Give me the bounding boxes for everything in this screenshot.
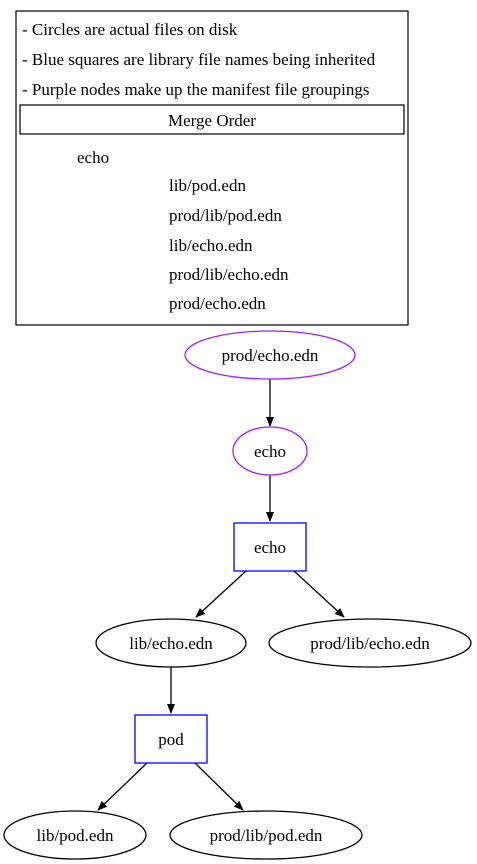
edge-echo-to-lib-echo: [195, 570, 247, 618]
edge-pod-to-prod-lib-pod: [194, 762, 244, 811]
manifest-file-shape: [184, 330, 356, 380]
file-prod-lib-echo-label: prod/lib/echo.edn: [310, 634, 430, 653]
merge-order-file: prod/lib/echo.edn: [169, 265, 289, 284]
node-file-prod-lib-pod: prod/lib/pod.edn: [169, 810, 363, 860]
file-prod-lib-echo-shape: [268, 618, 472, 668]
file-prod-lib-pod-shape: [169, 810, 363, 860]
file-lib-echo-shape: [95, 618, 247, 668]
node-file-prod-lib-echo: prod/lib/echo.edn: [268, 618, 472, 668]
library-echo-shape: [233, 522, 307, 572]
legend-note-circles: - Circles are actual files on disk: [22, 20, 238, 39]
file-lib-pod-label: lib/pod.edn: [37, 826, 114, 845]
manifest-file-label: prod/echo.edn: [222, 346, 319, 365]
library-pod-shape: [134, 714, 208, 764]
node-file-lib-pod: lib/pod.edn: [3, 810, 147, 860]
node-manifest-group: echo: [232, 426, 308, 476]
merge-order-header-box: [19, 104, 405, 135]
file-lib-echo-label: lib/echo.edn: [129, 634, 213, 653]
manifest-group-label: echo: [254, 442, 286, 461]
library-echo-label: echo: [254, 538, 286, 557]
merge-order-group-name: echo: [77, 148, 109, 167]
manifest-group-shape: [232, 426, 308, 476]
edges: [97, 379, 345, 811]
merge-order-file: lib/echo.edn: [169, 236, 253, 255]
node-manifest-file: prod/echo.edn: [184, 330, 356, 380]
merge-order-file: prod/lib/pod.edn: [169, 206, 282, 225]
legend-note-purple: - Purple nodes make up the manifest file…: [22, 80, 369, 99]
node-library-pod: pod: [134, 714, 208, 764]
legend-border: [15, 10, 409, 326]
merge-order-title: Merge Order: [168, 111, 256, 130]
edge-echo-to-prod-lib-echo: [293, 570, 345, 618]
legend: - Circles are actual files on disk - Blu…: [15, 10, 409, 326]
file-lib-pod-shape: [3, 810, 147, 860]
file-prod-lib-pod-label: prod/lib/pod.edn: [210, 826, 323, 845]
merge-order-file: prod/echo.edn: [169, 294, 266, 313]
merge-order-file: lib/pod.edn: [169, 176, 246, 195]
node-library-echo: echo: [233, 522, 307, 572]
node-file-lib-echo: lib/echo.edn: [95, 618, 247, 668]
edge-pod-to-lib-pod: [97, 762, 148, 811]
library-pod-label: pod: [158, 730, 184, 749]
legend-note-squares: - Blue squares are library file names be…: [22, 50, 376, 69]
